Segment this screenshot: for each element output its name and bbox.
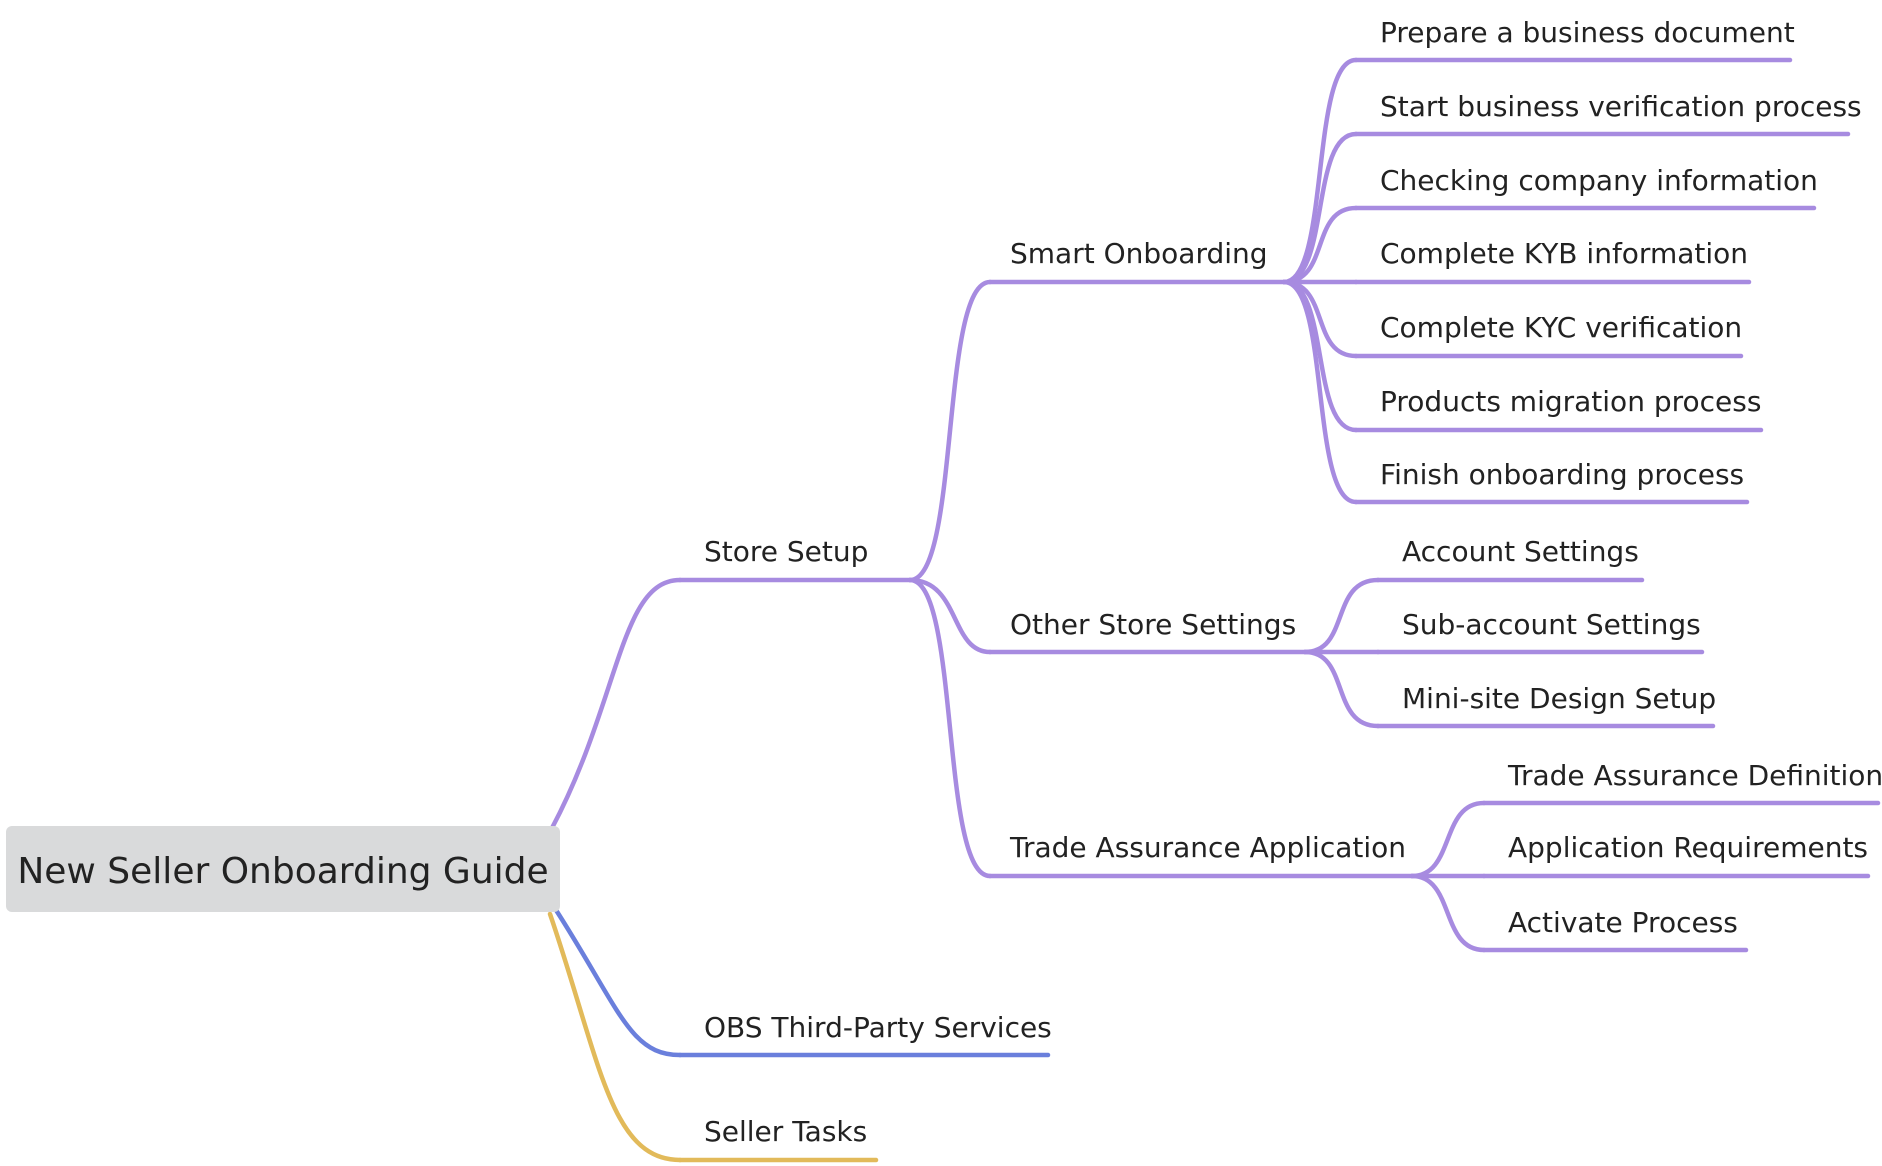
edge-store-smart xyxy=(907,279,993,583)
root-node-box xyxy=(6,826,560,912)
root-node[interactable]: New Seller Onboarding Guide xyxy=(6,826,560,912)
leaf-application-requirements[interactable]: Application Requirements xyxy=(1508,831,1868,864)
node-smart-onboarding[interactable]: Smart Onboarding xyxy=(1010,237,1268,270)
root-node-label: New Seller Onboarding Guide xyxy=(17,851,548,892)
edge-other-leaf-3 xyxy=(1302,649,1381,729)
leaf-finish-onboarding-process[interactable]: Finish onboarding process xyxy=(1380,458,1744,491)
node-other-store-settings[interactable]: Other Store Settings xyxy=(1010,608,1296,641)
leaf-products-migration-process[interactable]: Products migration process xyxy=(1380,385,1761,418)
leaf-prepare-business-document[interactable]: Prepare a business document xyxy=(1380,16,1795,49)
edge-root-store-setup xyxy=(549,577,683,831)
leaf-activate-process[interactable]: Activate Process xyxy=(1508,906,1738,939)
edge-trade-leaf-3 xyxy=(1409,873,1487,953)
leaf-account-settings[interactable]: Account Settings xyxy=(1402,535,1639,568)
edge-smart-leaf-1 xyxy=(1281,57,1359,285)
node-store-setup[interactable]: Store Setup xyxy=(704,535,868,568)
leaf-sub-account-settings[interactable]: Sub-account Settings xyxy=(1402,608,1701,641)
edge-smart-leaf-2 xyxy=(1281,131,1359,285)
leaf-trade-assurance-definition[interactable]: Trade Assurance Definition xyxy=(1507,759,1882,792)
edge-root-seller-tasks xyxy=(547,911,683,1163)
leaf-mini-site-design-setup[interactable]: Mini-site Design Setup xyxy=(1402,682,1716,715)
leaf-complete-kyc-verification[interactable]: Complete KYC verification xyxy=(1380,311,1742,344)
edges xyxy=(547,57,1881,1163)
node-trade-assurance-application[interactable]: Trade Assurance Application xyxy=(1009,831,1406,864)
leaf-complete-kyb-information[interactable]: Complete KYB information xyxy=(1380,237,1748,270)
edge-trade-leaf-1 xyxy=(1409,800,1487,879)
node-seller-tasks[interactable]: Seller Tasks xyxy=(704,1115,867,1148)
edge-store-other xyxy=(907,577,993,655)
node-obs-third-party-services[interactable]: OBS Third-Party Services xyxy=(704,1011,1052,1044)
leaf-checking-company-information[interactable]: Checking company information xyxy=(1380,164,1818,197)
edge-smart-leaf-3 xyxy=(1281,205,1359,285)
edge-root-obs xyxy=(553,907,683,1058)
leaf-start-business-verification[interactable]: Start business verification process xyxy=(1380,90,1862,123)
edge-smart-leaf-7 xyxy=(1281,279,1359,505)
edge-other-leaf-1 xyxy=(1302,577,1381,655)
edge-store-trade xyxy=(907,577,993,879)
